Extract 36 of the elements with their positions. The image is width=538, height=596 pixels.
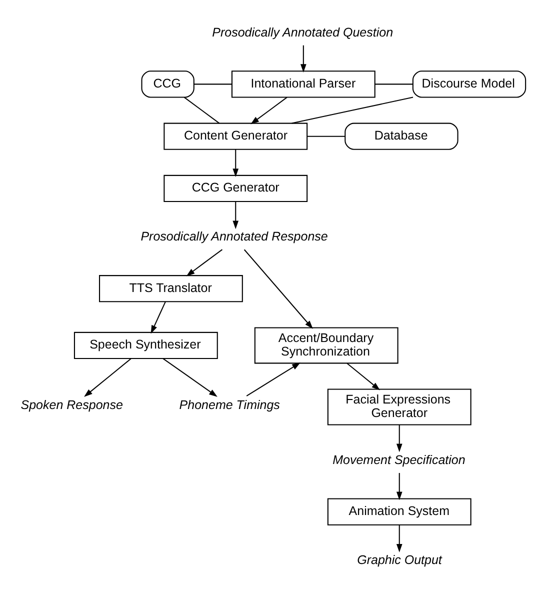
- node-box: Intonational Parser: [231, 70, 376, 98]
- node-box: Speech Synthesizer: [74, 332, 218, 360]
- node-text: Phoneme Timings: [179, 398, 280, 412]
- connector: [375, 84, 413, 85]
- arrow: [162, 358, 218, 397]
- arrow: [244, 249, 313, 329]
- arrow: [250, 96, 288, 124]
- node-text: Graphic Output: [357, 553, 442, 568]
- node-text: Prosodically Annotated Question: [212, 25, 394, 40]
- arrow: [232, 150, 239, 178]
- node-box: Discourse Model: [412, 70, 526, 98]
- node-box: TTS Translator: [99, 275, 243, 302]
- arrow: [232, 202, 239, 230]
- connector: [307, 136, 346, 137]
- arrow: [300, 45, 306, 73]
- node-box: Accent/Boundary Synchronization: [254, 327, 398, 364]
- node-box: CCG Generator: [164, 174, 308, 202]
- node-text: Prosodically Annotated Response: [140, 230, 328, 244]
- arrow: [84, 358, 132, 397]
- node-text: Spoken Response: [20, 398, 123, 412]
- connector: [194, 84, 232, 85]
- connector: [184, 96, 220, 124]
- node-text: Movement Specification: [332, 452, 466, 467]
- arrow: [150, 302, 166, 334]
- arrow: [396, 524, 402, 552]
- connector: [292, 96, 414, 124]
- arrow: [186, 249, 223, 276]
- node-box: Animation System: [327, 498, 472, 526]
- node-box: CCG: [141, 70, 194, 98]
- node-box: Database: [344, 122, 458, 150]
- arrow: [396, 472, 402, 500]
- node-box: Content Generator: [164, 122, 308, 150]
- arrow: [246, 362, 300, 396]
- arrow: [346, 362, 380, 390]
- node-box: Facial Expressions Generator: [327, 388, 472, 426]
- arrow: [396, 425, 402, 452]
